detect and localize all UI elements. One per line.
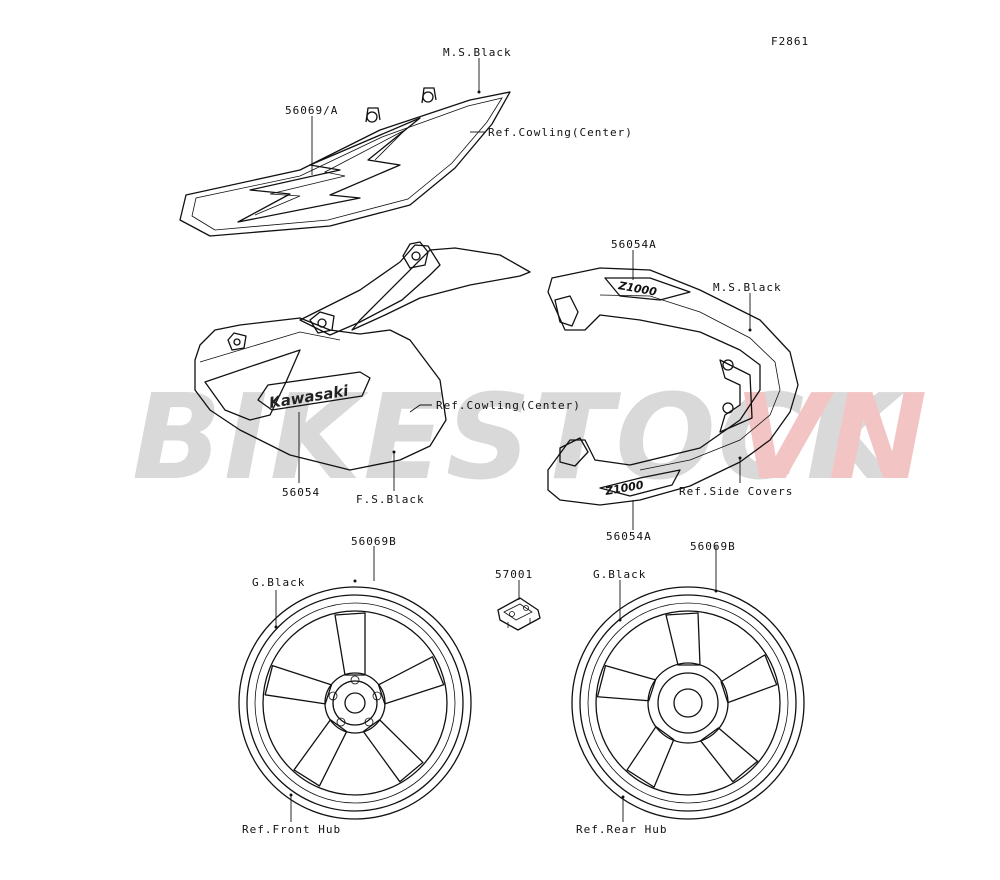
- label-ref-side-covers: Ref.Side Covers: [679, 485, 793, 498]
- watermark: BIKESTOCK VN: [132, 368, 929, 506]
- watermark-main: BIKESTOCK: [132, 368, 905, 506]
- label-56054a-bottom: 56054A: [606, 530, 652, 543]
- label-57001: 57001: [495, 568, 533, 581]
- label-56054: 56054: [282, 486, 320, 499]
- figure-code: F2861: [771, 35, 809, 48]
- watermark-suffix: VN: [735, 368, 929, 506]
- leader-lines: [275, 58, 751, 822]
- label-ref-front-hub: Ref.Front Hub: [242, 823, 341, 836]
- label-56069b-right: 56069B: [690, 540, 736, 553]
- label-ms-black-right: M.S.Black: [713, 281, 782, 294]
- label-g-black-left: G.Black: [252, 576, 305, 589]
- front-wheel: [238, 579, 472, 820]
- label-g-black-right: G.Black: [593, 568, 646, 581]
- label-ms-black-top: M.S.Black: [443, 46, 512, 59]
- label-ref-cowling-center-2: Ref.Cowling(Center): [436, 399, 581, 412]
- cowling-center-decal: [179, 87, 511, 237]
- rear-wheel: [571, 586, 805, 820]
- label-fs-black: F.S.Black: [356, 493, 425, 506]
- label-56069b-left: 56069B: [351, 535, 397, 548]
- label-ref-cowling-center-1: Ref.Cowling(Center): [488, 126, 633, 139]
- label-56054a-top: 56054A: [611, 238, 657, 251]
- label-56069a: 56069/A: [285, 104, 338, 117]
- clip-57001: [497, 597, 541, 631]
- callout-labels: M.S.Black 56069/A Ref.Cowling(Center) 56…: [242, 46, 793, 836]
- label-ref-rear-hub: Ref.Rear Hub: [576, 823, 667, 836]
